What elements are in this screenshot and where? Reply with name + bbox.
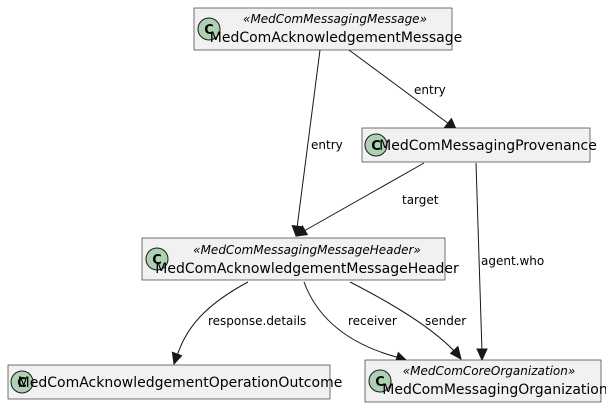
class-medcom-messaging-provenance[interactable]: C MedComMessagingProvenance (361, 127, 597, 163)
edge-label-target: target (402, 193, 439, 207)
class-name: MedComMessagingProvenance (379, 138, 597, 154)
class-c-icon: C (364, 133, 388, 157)
class-c-icon: C (197, 17, 221, 41)
edge-msg-to-provenance: entry (348, 49, 457, 130)
class-c-icon: C (10, 370, 34, 394)
class-c-icon: C (145, 247, 169, 271)
edge-provenance-target: target (296, 162, 439, 237)
class-name: MedComAcknowledgementMessage (210, 30, 462, 46)
edge-provenance-agent: agent.who (475, 162, 544, 362)
class-name: MedComAcknowledgementOperationOutcome (18, 375, 343, 391)
svg-text:C: C (152, 253, 162, 268)
class-medcom-acknowledgement-message[interactable]: C «MedComMessagingMessage» MedComAcknowl… (193, 7, 462, 51)
edge-label-response-details: response.details (208, 314, 306, 328)
stereotype-label: «MedComCoreOrganization» (403, 364, 576, 378)
edge-header-sender: sender (349, 281, 466, 360)
class-medcom-messaging-organization[interactable]: C «MedComCoreOrganization» MedComMessagi… (364, 359, 606, 403)
svg-text:C: C (375, 375, 385, 390)
edge-header-response: response.details (171, 281, 306, 366)
edge-label-entry-provenance: entry (414, 83, 446, 97)
edge-label-sender: sender (425, 314, 466, 328)
edge-label-agent-who: agent.who (481, 254, 544, 268)
edge-header-receiver: receiver (303, 281, 409, 363)
svg-text:C: C (204, 23, 214, 38)
stereotype-label: «MedComMessagingMessageHeader» (193, 243, 421, 257)
svg-text:C: C (371, 139, 381, 154)
class-medcom-acknowledgement-message-header[interactable]: C «MedComMessagingMessageHeader» MedComA… (141, 237, 459, 281)
class-name: MedComAcknowledgementMessageHeader (155, 261, 459, 277)
edge-label-receiver: receiver (348, 314, 397, 328)
class-c-icon: C (368, 369, 392, 393)
svg-text:C: C (17, 376, 27, 391)
edge-msg-to-header: entry (291, 49, 343, 238)
stereotype-label: «MedComMessagingMessage» (243, 12, 427, 26)
class-medcom-acknowledgement-operation-outcome[interactable]: C MedComAcknowledgementOperationOutcome (7, 364, 343, 400)
class-name: MedComMessagingOrganization (382, 382, 606, 398)
edge-label-entry-header: entry (311, 138, 343, 152)
